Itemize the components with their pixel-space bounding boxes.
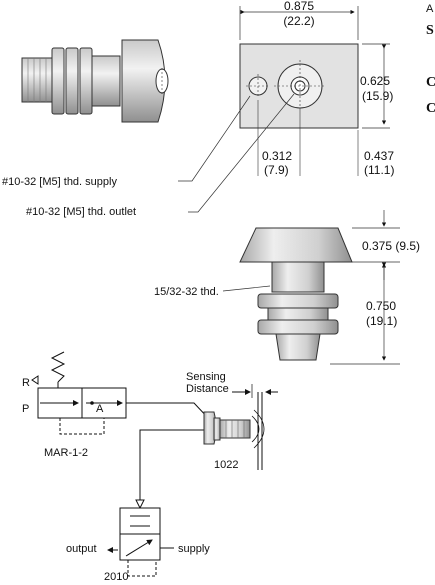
- valve2-label: 2010: [104, 571, 128, 583]
- cap-dimensions: 0.375 (9.5) 0.750 (19.1): [330, 210, 420, 365]
- port-a-label: A: [96, 403, 104, 415]
- port-offset-dimensions: 0.312 (7.9) 0.437 (11.1): [257, 100, 394, 177]
- valve-2010-symbol: X output supply 2010: [66, 499, 210, 583]
- supply-offset-in-text: 0.312: [262, 149, 292, 163]
- valve-label: MAR-1-2: [44, 447, 88, 459]
- body-height-mm-text: (19.1): [366, 314, 397, 328]
- edge-line2-text: C: [426, 75, 435, 90]
- sensor-side-view: [21, 39, 169, 123]
- sensing-distance: Sensing Distance: [186, 371, 278, 470]
- port-callouts: #10-32 [M5] thd. supply #10-32 [M5] thd.…: [2, 93, 295, 218]
- edge-line1-text: S: [426, 23, 434, 38]
- sensor-cap-view: [239, 227, 353, 361]
- width-dimension: 0.875 (22.2): [239, 0, 359, 40]
- port-r-label: R: [22, 377, 30, 389]
- supply-offset-mm-text: (7.9): [264, 163, 289, 177]
- cropped-edge-text: A S C C: [426, 3, 435, 116]
- height-mm-text: (15.9): [362, 89, 393, 103]
- sensing-line1: Sensing: [186, 371, 226, 383]
- outlet-offset-in-text: 0.437: [364, 149, 394, 163]
- pneumatic-lines: [126, 402, 211, 500]
- port-p-label: P: [22, 403, 29, 415]
- outlet-callout-text: #10-32 [M5] thd. outlet: [26, 206, 136, 218]
- sensor-label: 1022: [214, 459, 238, 471]
- edge-top-text: A: [426, 3, 434, 15]
- edge-line3-text: C: [426, 101, 435, 116]
- thread-callout: 15/32-32 thd.: [154, 285, 271, 298]
- height-dimension: 0.625 (15.9): [360, 43, 393, 129]
- output-label: output: [66, 543, 97, 555]
- width-mm-text: (22.2): [283, 14, 314, 28]
- sensor-front-view: [239, 43, 359, 129]
- sensing-line2: Distance: [186, 383, 229, 395]
- supply-callout-text: #10-32 [M5] thd. supply: [2, 176, 117, 188]
- thread-callout-text: 15/32-32 thd.: [154, 286, 219, 298]
- body-height-in-text: 0.750: [366, 299, 396, 313]
- height-in-text: 0.625: [360, 74, 390, 88]
- sensor-1022-symbol: 1022: [203, 409, 265, 471]
- outlet-offset-mm-text: (11.1): [364, 163, 394, 177]
- width-in-text: 0.875: [284, 0, 314, 13]
- valve-mar-1-2-symbol: R P A MAR-1-2: [22, 351, 127, 459]
- cap-height-text: 0.375 (9.5): [362, 239, 420, 253]
- supply-label: supply: [178, 543, 210, 555]
